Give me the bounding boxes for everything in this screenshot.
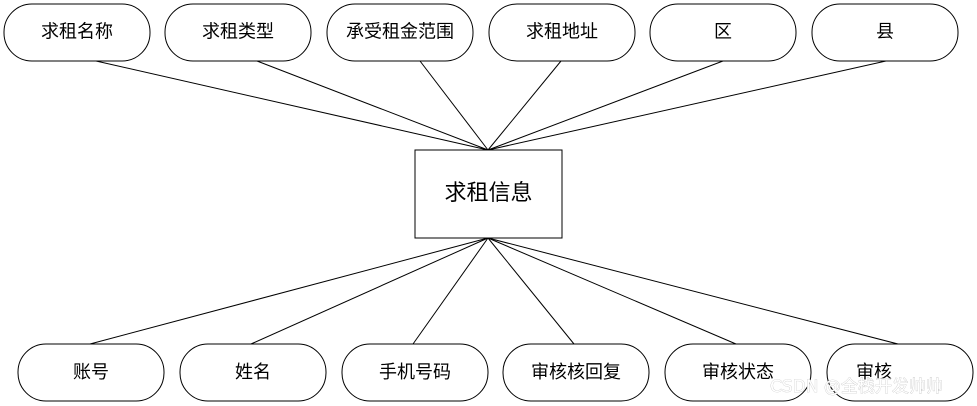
top-attributes: 求租名称 求租类型 承受租金范围 求租地址 区 县 [3, 3, 959, 62]
attribute-label: 承受租金范围 [346, 22, 454, 43]
attribute-node: 审核核回复 [502, 343, 650, 402]
attribute-label: 姓名 [235, 362, 271, 383]
attribute-node: 求租地址 [488, 3, 636, 62]
entity-label: 求租信息 [444, 181, 532, 206]
connector-top-5 [487, 60, 724, 151]
connector-top-2 [256, 60, 489, 151]
attribute-node: 手机号码 [341, 343, 489, 402]
attribute-label: 审核核回复 [531, 362, 621, 383]
connector-bottom-6 [487, 237, 899, 345]
connector-top-3 [419, 60, 489, 151]
connector-top-6 [487, 60, 887, 151]
connector-top-4 [487, 60, 562, 151]
attribute-label: 审核状态 [702, 362, 774, 383]
connector-bottom-4 [487, 237, 575, 345]
bottom-attributes: 账号 姓名 手机号码 审核核回复 审核状态 审核 [17, 343, 974, 402]
attribute-label: 求租地址 [526, 22, 598, 43]
connector-bottom-5 [487, 237, 737, 345]
attribute-node: 求租类型 [164, 3, 312, 62]
attribute-node: 账号 [17, 343, 165, 402]
attribute-label: 手机号码 [379, 362, 451, 383]
attribute-node: 县 [811, 3, 959, 62]
attribute-label: 账号 [73, 362, 109, 383]
attribute-label: 县 [876, 22, 894, 43]
attribute-node: 审核 [826, 343, 974, 402]
watermark: CSDN @全栈开发帅帅 [770, 377, 943, 397]
attribute-node: 承受租金范围 [326, 3, 474, 62]
entity-node: 求租信息 [414, 149, 563, 239]
attribute-label: 区 [714, 22, 732, 43]
connector-bottom-2 [250, 237, 489, 345]
connector-bottom-3 [412, 237, 489, 345]
attribute-node: 求租名称 [3, 3, 151, 62]
connector-bottom-1 [89, 237, 489, 345]
attribute-label: 审核 [856, 362, 892, 383]
connectors [89, 60, 899, 345]
attribute-label: 求租类型 [202, 22, 274, 43]
attribute-node: 姓名 [179, 343, 327, 402]
connector-top-1 [95, 60, 489, 151]
attribute-label: 求租名称 [41, 22, 113, 43]
attribute-node: 区 [649, 3, 797, 62]
attribute-node: 审核状态 [664, 343, 812, 402]
